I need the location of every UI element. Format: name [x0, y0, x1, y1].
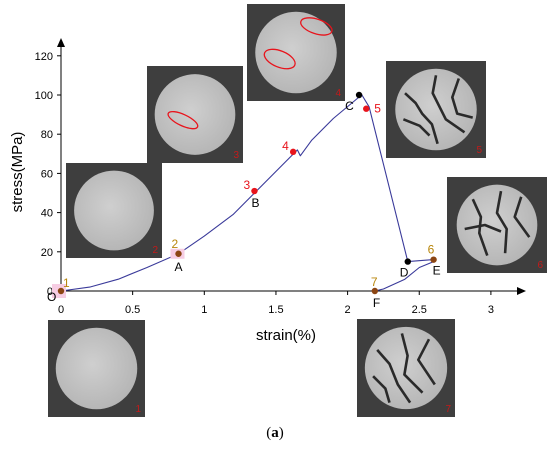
- x-tick-label: 2: [345, 304, 351, 316]
- ct-thumbnail-7: 7: [357, 319, 455, 417]
- x-tick-label: 0: [58, 304, 64, 316]
- y-tick-label: 20: [41, 247, 53, 259]
- point-letter-label: A: [175, 260, 183, 274]
- x-tick-label: 3: [488, 304, 494, 316]
- caption-close: ): [278, 425, 284, 441]
- ct-specimen-disc: [456, 184, 538, 266]
- through-crack-line: [372, 375, 391, 403]
- point-number-label: 5: [374, 102, 381, 116]
- point-marker-F: [371, 287, 379, 295]
- ct-thumbnail-number: 2: [152, 245, 158, 256]
- point-marker-O: [57, 287, 65, 295]
- point-letter-label: O: [47, 290, 56, 304]
- ct-specimen-disc: [55, 327, 138, 410]
- through-crack-line: [495, 190, 508, 254]
- through-crack-line: [417, 338, 436, 386]
- y-tick-label: 40: [41, 208, 53, 220]
- ct-thumbnail-5: 5: [386, 61, 486, 158]
- point-marker-4: [289, 148, 297, 156]
- y-tick-label: 100: [35, 90, 53, 102]
- through-crack-line: [400, 333, 424, 394]
- y-tick-label: 120: [35, 51, 53, 63]
- x-axis-title: strain(%): [256, 327, 316, 344]
- crack-highlight-ellipse: [263, 48, 296, 70]
- x-tick-label: 0.5: [125, 304, 140, 316]
- point-marker-E: [430, 256, 437, 263]
- point-number-label: 4: [282, 139, 289, 153]
- point-number-label: 6: [428, 243, 435, 257]
- point-letter-label: C: [345, 99, 354, 113]
- point-marker-A: [175, 250, 182, 257]
- panel-caption: (a): [0, 425, 550, 442]
- through-crack-line: [464, 223, 502, 233]
- ct-thumbnail-number: 6: [537, 260, 543, 271]
- ct-thumbnail-number: 1: [135, 404, 141, 415]
- ct-thumbnail-1: 1: [48, 320, 145, 417]
- ct-thumbnail-number: 3: [233, 150, 239, 161]
- ct-thumbnail-2: 2: [66, 163, 162, 258]
- ct-thumbnail-3: 3: [147, 66, 243, 163]
- y-tick-label: 80: [41, 129, 53, 141]
- point-letter-label: B: [251, 196, 259, 210]
- x-tick-label: 2.5: [412, 304, 427, 316]
- through-crack-line: [376, 349, 412, 404]
- x-tick-label: 1.5: [268, 304, 283, 316]
- point-letter-label: E: [433, 264, 441, 278]
- through-crack-line: [513, 196, 531, 238]
- ct-thumbnail-number: 7: [445, 404, 451, 415]
- y-axis-arrow: [57, 38, 65, 47]
- point-number-label: 1: [63, 276, 70, 290]
- caption-letter: a: [271, 425, 279, 441]
- x-axis-arrow: [517, 287, 526, 295]
- point-number-label: 7: [371, 275, 378, 289]
- point-letter-label: D: [400, 266, 409, 280]
- ct-thumbnail-number: 5: [476, 145, 482, 156]
- ct-specimen-disc: [154, 74, 236, 155]
- point-marker-5: [363, 105, 370, 112]
- through-crack-line: [404, 92, 439, 145]
- stress-strain-chart: 1 2 3 4 5 6 7 0 0.5 1 1.5 2 2.5 3 0 20 40 60 80 100 120 stra…: [9, 4, 547, 417]
- point-marker-D: [404, 258, 411, 265]
- y-axis-title: stress(MPa): [9, 132, 26, 213]
- x-tick-label: 1: [201, 304, 207, 316]
- ct-thumbnail-number: 4: [335, 88, 341, 99]
- point-letter-label: F: [373, 296, 380, 310]
- point-number-label: 3: [243, 178, 250, 192]
- ct-thumbnail-4: 4: [247, 4, 345, 101]
- point-number-label: 2: [172, 237, 179, 251]
- point-marker-B: [251, 187, 258, 195]
- through-crack-line: [402, 118, 431, 137]
- y-tick-label: 0: [47, 286, 53, 298]
- point-marker-C: [355, 91, 363, 99]
- ct-specimen-disc: [255, 11, 337, 94]
- crack-highlight-ellipse: [300, 17, 333, 36]
- stress-strain-curve: [60, 94, 435, 292]
- crack-highlight-ellipse: [167, 110, 199, 130]
- through-crack-line: [451, 78, 474, 119]
- ct-thumbnail-6: 6: [447, 177, 547, 273]
- through-crack-line: [431, 75, 466, 134]
- caption-open: (: [266, 425, 272, 441]
- ct-specimen-disc: [74, 170, 154, 251]
- y-tick-label: 60: [41, 168, 53, 180]
